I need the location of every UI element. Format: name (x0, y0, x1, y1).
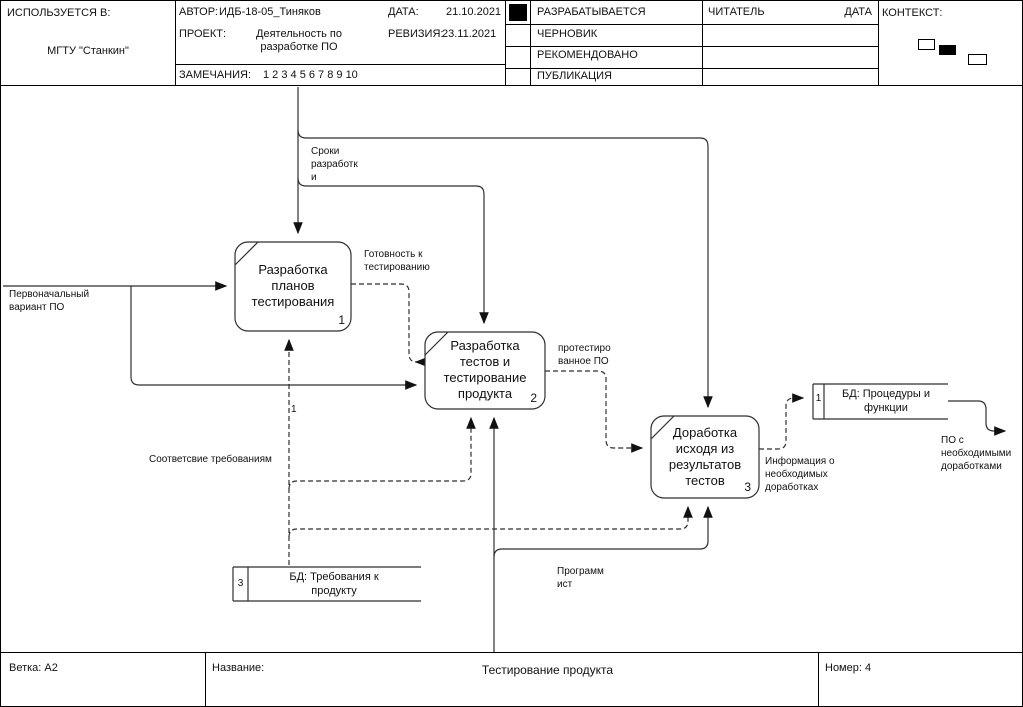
footer-number: Номер: 4 (825, 662, 872, 674)
project-value: Деятельность по разработке ПО (256, 28, 342, 53)
author-value: ИДБ-18-05_Тиняков (219, 6, 321, 18)
flow-label-test-readiness: Готовность к тестированию (364, 249, 430, 273)
data-store-1[interactable] (813, 384, 948, 419)
status-row-publication: ПУБЛИКАЦИЯ (537, 70, 612, 82)
flow-tested-software[interactable] (545, 371, 644, 453)
activity-2-number: 2 (530, 391, 537, 405)
used-in-label: ИСПОЛЬЗУЕТСЯ В: (7, 7, 111, 19)
flow-initial-version-branch[interactable] (131, 286, 418, 390)
flow-label-dev-terms: Сроки разработк и (311, 146, 358, 183)
flow-label-tested-software: протестиро ванное ПО (558, 343, 611, 367)
status-row-line-3 (505, 68, 878, 69)
footer-divider-1 (205, 652, 206, 706)
flow-requirements-branch-a3[interactable] (289, 505, 693, 537)
flow-label-programmer: Программ ист (557, 566, 604, 590)
date-value: 21.10.2021 (446, 6, 502, 18)
reader-date-label: ДАТА (844, 6, 872, 18)
notes-separator-line (175, 64, 505, 65)
footer-divider-2 (818, 652, 819, 706)
activity-2-call-notch (425, 332, 448, 355)
flow-label-final-software: ПО с необходимыми доработками (941, 435, 1012, 472)
context-node-icon (918, 39, 935, 50)
activity-1-number: 1 (338, 313, 345, 327)
header-divider-5 (878, 1, 879, 85)
context-node-icon-2 (968, 54, 987, 65)
activity-1-title: Разработка планов тестирования (251, 262, 335, 309)
used-in-value: МГТУ "Станкин" (47, 45, 129, 57)
header-divider-2 (505, 1, 506, 85)
flow-dev-terms-branch-a3[interactable] (298, 130, 713, 409)
status-checkbox-filled[interactable] (509, 4, 527, 21)
flow-rework-info[interactable] (759, 393, 805, 449)
date-label: ДАТА: (388, 6, 419, 18)
kit-footer: Ветка: А2 Название: Тестирование продукт… (1, 652, 1022, 706)
flow-requirements-branch-a2[interactable] (289, 416, 476, 489)
status-row-line-1 (505, 24, 878, 25)
flow-label-rework-info: Информация о необходимых доработках (765, 456, 835, 493)
activity-3-call-notch (651, 416, 674, 439)
kit-header: ИСПОЛЬЗУЕТСЯ В: МГТУ "Станкин" АВТОР: ИД… (1, 1, 1022, 86)
activity-1-call-notch (235, 242, 258, 265)
footer-branch: Ветка: А2 (9, 662, 58, 674)
header-divider-4 (702, 1, 703, 85)
notes-label: ЗАМЕЧАНИЯ: (179, 69, 251, 81)
flow-label-requirements: Соответсвие требованиям (149, 454, 272, 465)
context-current-node-icon (939, 45, 956, 55)
status-row-draft: ЧЕРНОВИК (537, 28, 598, 40)
flow-test-readiness[interactable] (351, 284, 427, 367)
data-store-3-number: 3 (237, 578, 244, 589)
data-store-3-title: БД: Требования к продукту (289, 571, 379, 597)
notes-value: 1 2 3 4 5 6 7 8 9 10 (263, 69, 358, 81)
header-bottom-line (1, 85, 1022, 86)
header-divider-1 (175, 1, 176, 85)
project-label: ПРОЕКТ: (179, 28, 227, 40)
data-store-1-title: БД: Процедуры и функции (842, 388, 930, 414)
data-store-1-number: 1 (815, 393, 822, 404)
activity-box-2[interactable] (425, 332, 545, 409)
activity-3-title: Доработка исходя из результатов тестов (668, 425, 742, 488)
revision-label: РЕВИЗИЯ: (388, 28, 444, 40)
author-label: АВТОР: (179, 6, 218, 18)
reader-label: ЧИТАТЕЛЬ (708, 6, 765, 18)
flow-dev-terms-branch-a2[interactable] (298, 178, 489, 325)
activity-2-title: Разработка тестов и тестирование продукт… (443, 338, 527, 401)
status-row-recommended: РЕКОМЕНДОВАНО (537, 49, 638, 61)
activity-3-number: 3 (744, 480, 751, 494)
activity-box-3[interactable] (651, 416, 759, 498)
footer-title-label: Название: (212, 662, 265, 674)
activity-box-1[interactable] (235, 242, 351, 331)
context-label: КОНТЕКСТ: (882, 7, 943, 19)
flow-final-software[interactable] (948, 401, 1007, 436)
header-divider-3 (530, 1, 531, 85)
revision-value: 23.11.2021 (442, 28, 497, 40)
footer-title-value: Тестирование продукта (481, 663, 614, 677)
flow-label-requirements-mark: 1 (291, 404, 297, 415)
footer-top-line (1, 652, 1022, 653)
flow-label-initial-version: Первоначальный вариант ПО (9, 289, 90, 313)
status-row-developing: РАЗРАБАТЫВАЕТСЯ (537, 6, 646, 18)
data-store-3[interactable] (233, 567, 421, 601)
status-row-line-2 (505, 46, 878, 47)
flow-programmer-branch-a3[interactable] (494, 505, 713, 557)
